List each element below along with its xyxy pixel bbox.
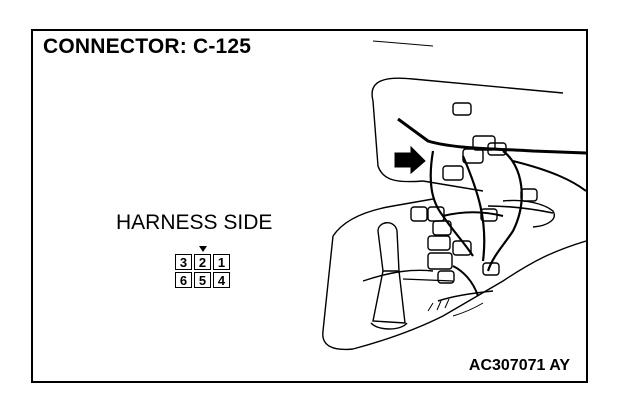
vehicle-console-wiring-illustration xyxy=(322,40,586,351)
connector-title: CONNECTOR: C-125 xyxy=(43,35,252,58)
pin-4: 4 xyxy=(213,272,230,288)
location-arrow-icon xyxy=(394,145,426,175)
connector-latch-icon xyxy=(199,246,207,252)
connector-pinout: 3 2 1 6 5 4 xyxy=(175,246,232,290)
reference-code: AC307071 AY xyxy=(468,357,570,374)
pin-2: 2 xyxy=(194,254,211,270)
pin-6: 6 xyxy=(175,272,192,288)
pin-3: 3 xyxy=(175,254,192,270)
connector-top-row: 3 2 1 xyxy=(175,254,232,272)
dash-top-edge-icon xyxy=(371,77,564,102)
pin-1: 1 xyxy=(213,254,230,270)
diagram-frame: CONNECTOR: C-125 HARNESS SIDE 3 2 1 6 5 … xyxy=(31,29,588,383)
connector-bottom-row: 6 5 4 xyxy=(175,272,232,290)
harness-side-label: HARNESS SIDE xyxy=(116,211,273,234)
pin-5: 5 xyxy=(194,272,211,288)
